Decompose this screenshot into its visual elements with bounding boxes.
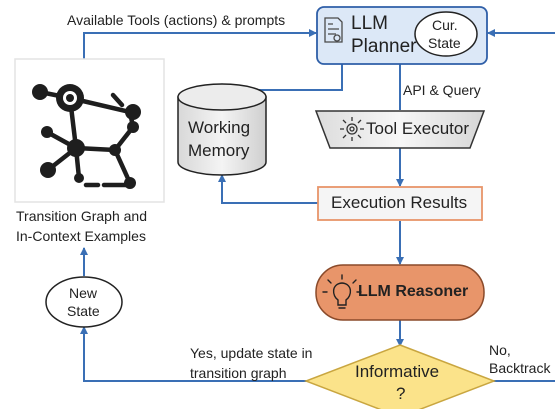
- informative-label: Informative: [355, 362, 440, 381]
- edge-label-yes-line2: transition graph: [190, 365, 287, 381]
- new-state-label-line1: New: [69, 285, 98, 301]
- new-state-label-line2: State: [67, 303, 100, 319]
- graph-caption-line2: In-Context Examples: [16, 228, 146, 244]
- planner-label-line1: LLM: [351, 13, 388, 34]
- execution-results-label: Execution Results: [331, 193, 468, 212]
- arrow-tools-to-planner: [83, 29, 317, 60]
- tool-executor-shape: [314, 110, 486, 149]
- working-memory-cylinder: [177, 83, 267, 176]
- cur-state-label-line2: State: [428, 35, 461, 51]
- new-state-ellipse: [45, 276, 123, 328]
- arrow-results-to-memory: [218, 174, 318, 204]
- informative-diamond: [303, 344, 497, 409]
- edge-label-tools-prompts: Available Tools (actions) & prompts: [67, 12, 286, 28]
- cur-state-ellipse: [414, 11, 478, 57]
- planner-label-line2: Planner: [351, 36, 417, 57]
- cur-state-label-line1: Cur.: [432, 17, 458, 33]
- edge-label-no-line1: No,: [489, 342, 511, 358]
- planner-icon: [324, 17, 343, 43]
- llm-reasoner-label: LLM Reasoner: [358, 283, 469, 300]
- transition-graph-frame: [14, 58, 165, 203]
- edge-label-api-query: API & Query: [403, 82, 481, 98]
- graph-caption-line1: Transition Graph and: [16, 208, 147, 224]
- llm-reasoner-box: [315, 264, 485, 321]
- gear-network-icon: [340, 117, 364, 141]
- working-memory-label-line2: Memory: [188, 141, 250, 160]
- edge-label-yes-line1: Yes, update state in: [190, 345, 313, 361]
- informative-question-mark: ?: [396, 384, 406, 403]
- execution-results-box: [317, 186, 483, 221]
- edge-label-no-line2: Backtrack: [489, 360, 551, 376]
- working-memory-label-line1: Working: [188, 118, 251, 137]
- arrow-yes-to-new-state: [80, 326, 356, 382]
- tool-executor-label: Tool Executor: [366, 119, 469, 138]
- lightbulb-icon: [322, 274, 362, 309]
